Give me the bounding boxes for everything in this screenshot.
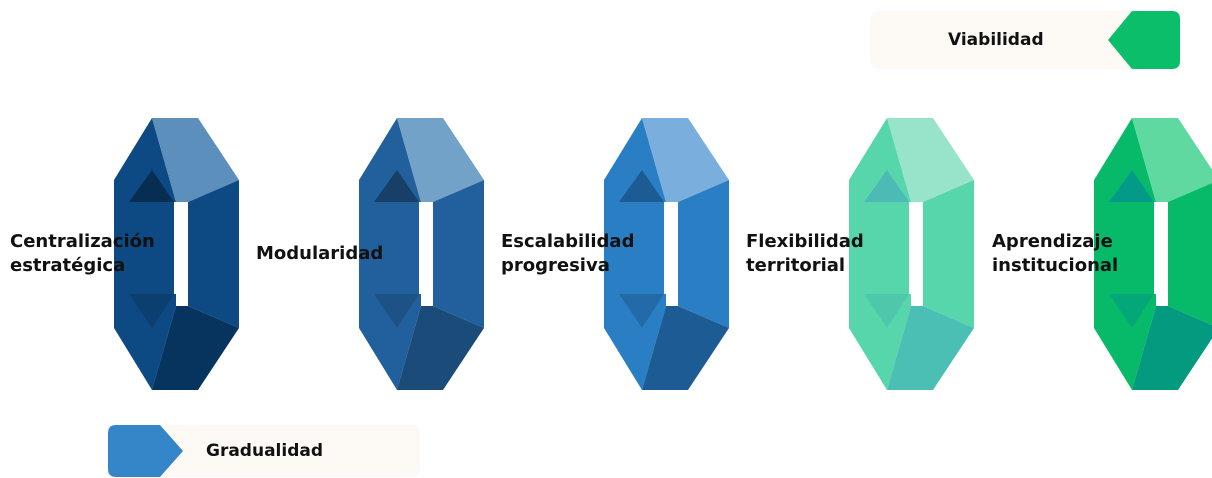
stage-shape-escalabilidad (604, 118, 729, 390)
shape-inner-top-face (1109, 170, 1154, 202)
shape-inner-top-face (619, 170, 664, 202)
shape-top-face (887, 118, 974, 202)
shape-inner-top-face (129, 170, 174, 202)
shape-bottom-face (642, 306, 729, 390)
shape-notch (1154, 202, 1160, 294)
shape-bottom-face (1132, 306, 1212, 390)
stage-shape-modularidad (359, 118, 484, 390)
stage-shape-svg (849, 118, 974, 390)
stage-shape-svg (114, 118, 239, 390)
shape-inner-top-face (374, 170, 419, 202)
gradualidad-tag: Gradualidad (108, 425, 420, 477)
stage-shape-centralizacion (114, 118, 239, 390)
shape-inner-top-face (864, 170, 909, 202)
stage-shape-svg (1094, 118, 1212, 390)
shape-right-face (923, 180, 974, 328)
stage-label-centralizacion: Centralización estratégica (10, 231, 155, 276)
stage-shape-aprendizaje (1094, 118, 1212, 390)
shape-top-face (397, 118, 484, 202)
shape-inner-bottom-face (619, 294, 664, 328)
shape-inner-bottom-face (374, 294, 419, 328)
stage-shape-svg (604, 118, 729, 390)
gradualidad-arrow-icon (108, 425, 183, 477)
viabilidad-label: Viabilidad (948, 30, 1044, 50)
shape-top-face (642, 118, 729, 202)
viabilidad-arrow-icon (1108, 11, 1180, 69)
shape-inner-bottom-face (129, 294, 174, 328)
shape-right-face (188, 180, 239, 328)
stage-label-flexibilidad: Flexibilidad territorial (746, 231, 864, 276)
shape-bottom-face (887, 306, 974, 390)
shape-inner-bottom-face (1109, 294, 1154, 328)
stage-label-modularidad: Modularidad (256, 243, 384, 264)
shape-notch (174, 202, 180, 294)
shape-top-face (152, 118, 239, 202)
shape-right-face (433, 180, 484, 328)
stage-shape-flexibilidad (849, 118, 974, 390)
stage-label-escalabilidad: Escalabilidad progresiva (501, 231, 635, 276)
shape-top-face (1132, 118, 1212, 202)
shape-notch (664, 202, 670, 294)
shape-bottom-face (152, 306, 239, 390)
shape-inner-bottom-face (864, 294, 909, 328)
shape-right-face (678, 180, 729, 328)
shape-bottom-face (397, 306, 484, 390)
stage-shape-svg (359, 118, 484, 390)
shape-notch (419, 202, 425, 294)
viabilidad-tag: Viabilidad (870, 11, 1180, 69)
shape-notch (909, 202, 915, 294)
gradualidad-label: Gradualidad (206, 441, 324, 461)
stage-label-aprendizaje: Aprendizaje institucional (992, 231, 1119, 276)
shape-right-face (1168, 183, 1212, 325)
